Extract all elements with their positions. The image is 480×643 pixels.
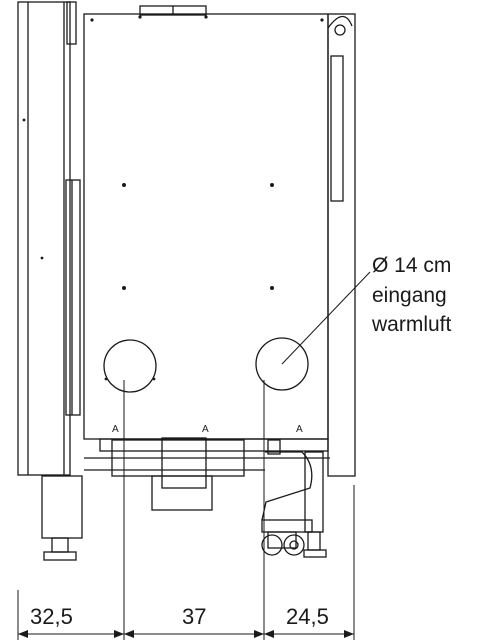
callout-eingang: eingang	[372, 284, 447, 307]
dimension-extension-lines	[17, 380, 355, 640]
dimension-right-label: 24,5	[286, 604, 329, 629]
marker-a-right: A	[296, 424, 303, 435]
base-frame	[84, 437, 330, 511]
callout-warmluft: warmluft	[371, 313, 452, 336]
marker-a-center: A	[202, 424, 209, 435]
dimension-line	[18, 630, 354, 638]
left-side-panel	[17, 1, 81, 476]
dimension-left-label: 32,5	[30, 604, 73, 629]
callout-leader-line	[281, 271, 371, 365]
right-wheel-assembly	[261, 451, 327, 558]
main-body	[83, 5, 329, 440]
warm-air-inlet-right	[255, 337, 309, 391]
mounting-dots	[22, 15, 324, 381]
right-side-panel	[327, 13, 356, 477]
dimension-middle-label: 37	[182, 604, 206, 629]
left-foot	[41, 475, 83, 561]
marker-a-left: A	[112, 424, 119, 435]
warm-air-inlet-left	[103, 339, 157, 393]
callout-diameter: Ø 14 cm	[372, 254, 451, 277]
